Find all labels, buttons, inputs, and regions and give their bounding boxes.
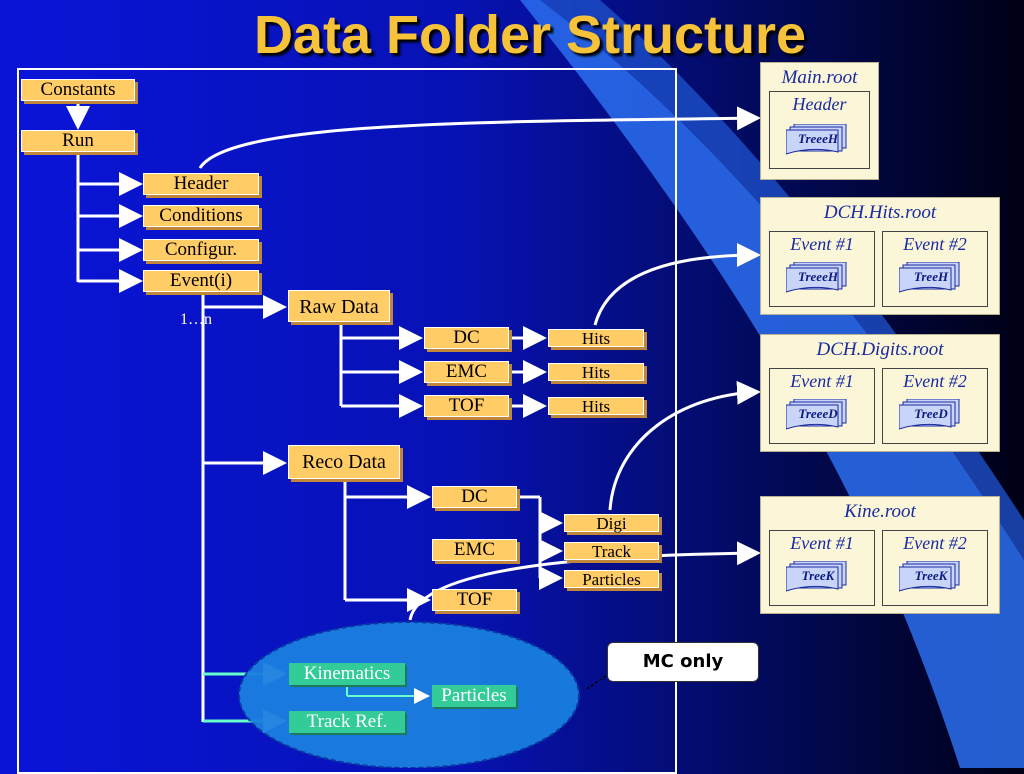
- event-2-section: Event #2 TreeD: [882, 368, 988, 444]
- reco-dc-box[interactable]: DC: [432, 486, 517, 508]
- event-1-section: Event #1 TreeeH: [769, 231, 875, 307]
- tof-hits-box[interactable]: Hits: [548, 397, 644, 416]
- conditions-box[interactable]: Conditions: [143, 205, 259, 227]
- reco-emc-box[interactable]: EMC: [432, 539, 517, 561]
- tree-label: TreeK: [801, 568, 835, 583]
- particles-box[interactable]: Particles: [564, 570, 659, 589]
- tree-icon: TreeeH: [786, 124, 850, 156]
- constants-box[interactable]: Constants: [21, 79, 135, 101]
- event-2-section: Event #2 TreeK: [882, 530, 988, 606]
- tree-label: TreeeH: [798, 131, 838, 146]
- reco-data-box[interactable]: Reco Data: [288, 445, 400, 479]
- section-label: Event #1: [790, 371, 854, 391]
- section-label: Event #2: [903, 234, 967, 254]
- section-label: Event #2: [903, 371, 967, 391]
- file-name: DCH.Hits.root: [823, 202, 937, 223]
- event-2-section: Event #2 TreeH: [882, 231, 988, 307]
- tree-icon: TreeK: [899, 561, 963, 593]
- mc-only-callout: MC only: [607, 642, 759, 682]
- raw-tof-box[interactable]: TOF: [424, 395, 509, 417]
- event-box[interactable]: Event(i): [143, 270, 259, 292]
- track-ref-box[interactable]: Track Ref.: [289, 711, 405, 733]
- emc-hits-box[interactable]: Hits: [548, 363, 644, 382]
- raw-emc-box[interactable]: EMC: [424, 361, 509, 383]
- configur-box[interactable]: Configur.: [143, 239, 259, 261]
- raw-data-box[interactable]: Raw Data: [288, 290, 390, 322]
- event-1-section: Event #1 TreeeD: [769, 368, 875, 444]
- kine-root-panel: Kine.root Event #1 TreeK Event #2 TreeK: [760, 496, 1000, 614]
- track-box[interactable]: Track: [564, 542, 659, 561]
- file-name: Kine.root: [844, 501, 916, 522]
- file-name: Main.root: [781, 67, 858, 88]
- header-box[interactable]: Header: [143, 173, 259, 195]
- tree-label: TreeK: [914, 568, 948, 583]
- file-name: DCH.Digits.root: [816, 339, 944, 360]
- page-title: Data Folder Structure: [253, 5, 807, 65]
- tree-icon: TreeK: [786, 561, 850, 593]
- event-1-section: Event #1 TreeK: [769, 530, 875, 606]
- run-box[interactable]: Run: [21, 130, 135, 152]
- tree-label: TreeH: [913, 269, 949, 284]
- raw-dc-box[interactable]: DC: [424, 327, 509, 349]
- tree-label: TreeD: [914, 406, 948, 421]
- section-label: Event #2: [903, 533, 967, 553]
- main-root-panel: Main.root Header TreeeH: [760, 62, 879, 180]
- tree-label: TreeeH: [798, 269, 838, 284]
- tree-icon: TreeeH: [786, 262, 850, 294]
- section-label: Event #1: [790, 533, 854, 553]
- event-range-label: 1…n: [180, 311, 212, 328]
- tree-label: TreeeD: [798, 406, 838, 421]
- dch-digits-root-panel: DCH.Digits.root Event #1 TreeeD Event #2…: [760, 334, 1000, 452]
- section-label: Header: [792, 94, 847, 114]
- tree-icon: TreeeD: [786, 399, 850, 431]
- header-section: Header TreeeH: [769, 91, 870, 169]
- dch-hits-root-panel: DCH.Hits.root Event #1 TreeeH Event #2 T…: [760, 197, 1000, 315]
- reco-tof-box[interactable]: TOF: [432, 589, 517, 611]
- tree-icon: TreeH: [899, 262, 963, 294]
- dc-hits-box[interactable]: Hits: [548, 329, 644, 348]
- tree-icon: TreeD: [899, 399, 963, 431]
- kinematics-box[interactable]: Kinematics: [289, 663, 405, 685]
- section-label: Event #1: [790, 234, 854, 254]
- digi-box[interactable]: Digi: [564, 514, 659, 533]
- mc-particles-box[interactable]: Particles: [432, 685, 516, 707]
